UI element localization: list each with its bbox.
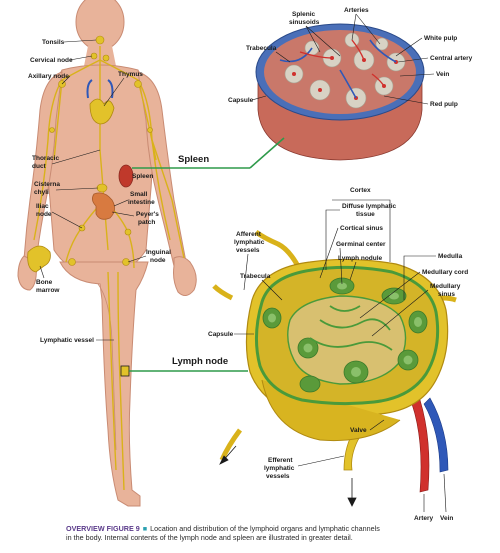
lymph-node-locator-box [120,365,130,377]
label-trabecula-spleen: Trabecula [246,45,277,52]
label-white-pulp: White pulp [424,35,457,42]
label-peyers-patch-1: Peyer's [136,211,159,218]
caption-line-2: in the body. Internal contents of the ly… [66,533,353,542]
label-capsule-spleen: Capsule [228,97,254,104]
label-medullary-sinus-1: Medullary [430,283,461,290]
label-thoracic-duct-2: duct [32,163,47,170]
label-thoracic-duct-1: Thoracic [32,155,59,162]
label-cisterna-chyli-2: chyli [34,189,49,196]
spleen-labels: Splenic sinusoids Arteries White pulp Ce… [228,7,473,108]
lymph-node-callout: Lymph node [129,356,248,372]
label-red-pulp: Red pulp [430,101,458,108]
label-arteries: Arteries [344,7,369,14]
label-efferent-2: lymphatic [264,465,295,472]
label-central-artery: Central artery [430,55,473,62]
label-iliac-node-1: Iliac [36,203,49,210]
label-efferent-3: vessels [266,473,290,480]
peyers-patch-organ [92,192,115,220]
label-inguinal-node-2: node [150,257,166,264]
spleen-callout: Spleen [132,137,285,169]
caption-square-icon: ■ [142,524,148,533]
label-lymph-nodule: Lymph nodule [338,255,383,262]
label-inguinal-node-1: Inguinal [146,249,171,256]
label-diffuse-2: tissue [356,211,375,218]
label-tonsils: Tonsils [42,39,65,46]
label-artery-node: Artery [414,515,434,522]
label-germinal-center: Germinal center [336,241,386,248]
callout-lymph-node: Lymph node [172,356,228,367]
label-trabecula-node: Trabecula [240,273,271,280]
label-vein: Vein [436,71,449,78]
label-lymphatic-vessel: Lymphatic vessel [40,337,94,344]
label-bone-marrow-1: Bone [36,279,53,286]
spleen-cross-section [255,23,425,161]
label-medulla: Medulla [438,253,463,260]
label-valve: Valve [350,427,367,434]
thymus-organ [89,98,115,125]
figure-number: OVERVIEW FIGURE 9 [66,524,140,533]
label-peyers-patch-2: patch [138,219,155,226]
label-diffuse-1: Diffuse lymphatic [342,203,397,210]
label-capsule-node: Capsule [208,331,234,338]
callout-spleen: Spleen [178,154,209,165]
label-cortex: Cortex [350,187,371,194]
lymph-node-labels: Cortex Diffuse lymphatic tissue Cortical… [208,187,468,522]
human-figure [17,0,197,507]
label-medullary-cord: Medullary cord [422,269,468,276]
label-spleen-small: Spleen [132,173,153,180]
label-bone-marrow-2: marrow [36,287,60,294]
label-axillary-node: Axillary node [28,73,69,80]
label-thymus: Thymus [118,71,143,78]
label-iliac-node-2: node [36,211,52,218]
label-medullary-sinus-2: sinus [438,291,455,298]
label-cisterna-chyli-1: Cisterna [34,181,60,188]
label-afferent-1: Afferent [236,231,262,238]
figure-caption: OVERVIEW FIGURE 9■Location and distribut… [66,524,496,542]
spleen-organ-small [118,164,134,188]
label-afferent-2: lymphatic [234,239,265,246]
label-splenic-sinusoids-1: Splenic [292,11,316,18]
caption-line-1: Location and distribution of the lymphoi… [150,524,380,533]
label-splenic-sinusoids-2: sinusoids [289,19,320,26]
lymph-node-section [212,229,457,507]
label-small-intestine-2: intestine [128,199,155,206]
label-small-intestine-1: Small [130,191,148,198]
label-afferent-3: vessels [236,247,260,254]
label-cervical-node: Cervical node [30,57,73,64]
label-efferent-1: Efferent [268,457,293,464]
body-labels: Tonsils Cervical node Axillary node Thym… [28,39,171,344]
label-cortical-sinus: Cortical sinus [340,225,383,232]
label-vein-node: Vein [440,515,453,522]
